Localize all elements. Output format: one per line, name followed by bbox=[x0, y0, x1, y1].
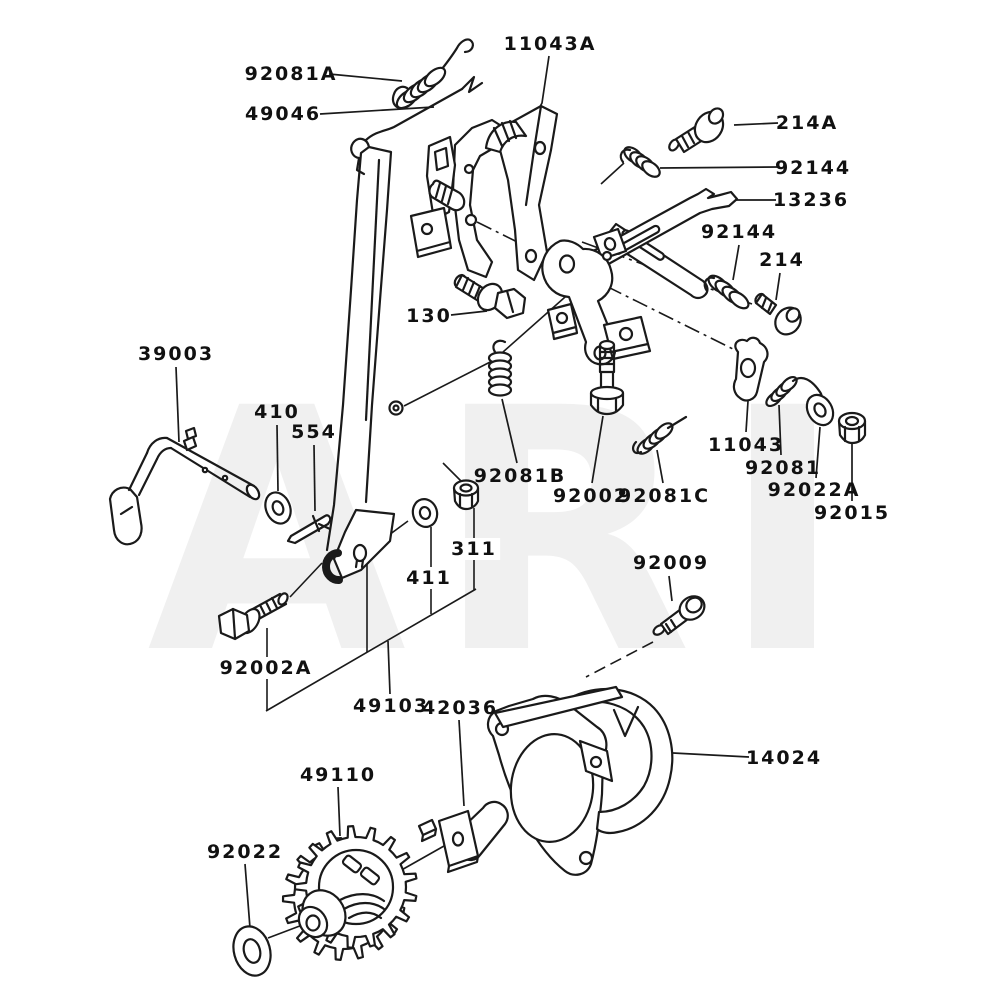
leader-11043 bbox=[745, 400, 749, 433]
axis-line-92022 bbox=[267, 923, 306, 939]
part-label-92022: 92022 bbox=[206, 841, 284, 863]
part-label-13236: 13236 bbox=[772, 189, 850, 211]
spring-92081b-drawing bbox=[487, 339, 513, 397]
leader-92002 bbox=[591, 415, 604, 484]
part-label-49046: 49046 bbox=[244, 103, 322, 125]
part-label-410: 410 bbox=[254, 401, 300, 423]
parts-drawings bbox=[108, 38, 867, 977]
spring-92144b-drawing bbox=[703, 274, 750, 310]
leader-42036 bbox=[458, 719, 465, 807]
part-label-311: 311 bbox=[448, 538, 500, 560]
part-label-92144: 92144 bbox=[774, 157, 852, 179]
leader-92144b bbox=[732, 244, 740, 281]
gear-49110-drawing bbox=[281, 825, 418, 961]
axis-line-42036 bbox=[397, 845, 445, 873]
washer-92022a-drawing bbox=[805, 393, 835, 427]
spring-tail-line bbox=[600, 162, 625, 185]
nut-92015-drawing bbox=[837, 411, 867, 445]
leader-39003 bbox=[175, 366, 180, 443]
part-label-92002A: 92002A bbox=[216, 657, 316, 679]
bolt-214-drawing bbox=[754, 292, 802, 336]
nut-311-drawing bbox=[452, 479, 480, 511]
part-label-92009: 92009 bbox=[632, 552, 710, 574]
leader-92022A bbox=[815, 426, 821, 479]
axis-line-92009 bbox=[585, 641, 654, 678]
collar-42036-drawing bbox=[417, 800, 509, 874]
spring-92081c-drawing bbox=[632, 415, 688, 455]
leader-lines bbox=[175, 55, 853, 929]
washer-411-drawing bbox=[411, 498, 439, 528]
axis-line-311 bbox=[442, 462, 462, 482]
anchor-plate-11043a-drawing bbox=[484, 120, 528, 154]
leader-92022 bbox=[244, 863, 251, 929]
spring-92144-top-drawing bbox=[619, 146, 661, 178]
leader-214A bbox=[733, 122, 779, 126]
part-label-11043A: 11043A bbox=[503, 33, 597, 55]
control-lever-49103-drawing bbox=[322, 137, 404, 584]
part-label-49110: 49110 bbox=[299, 764, 377, 786]
plate-11043-drawing bbox=[732, 336, 769, 402]
part-label-130: 130 bbox=[406, 305, 452, 327]
part-label-554: 554 bbox=[291, 421, 337, 443]
part-label-92081A: 92081A bbox=[244, 63, 338, 85]
washer-92022-drawing bbox=[232, 925, 272, 977]
leader-92144 bbox=[659, 166, 779, 169]
part-label-92081B: 92081B bbox=[473, 465, 567, 487]
part-label-92002: 92002 bbox=[552, 485, 630, 507]
cover-14024-drawing bbox=[486, 685, 674, 876]
leader-92081C bbox=[656, 449, 664, 484]
part-label-42036: 42036 bbox=[421, 697, 499, 719]
part-label-39003: 39003 bbox=[137, 343, 215, 365]
leader-554 bbox=[313, 444, 316, 512]
leader-214 bbox=[775, 272, 781, 301]
part-label-14024: 14024 bbox=[745, 747, 823, 769]
control-rod-39003-drawing bbox=[108, 426, 261, 546]
leader-130 bbox=[450, 310, 488, 316]
part-label-214: 214 bbox=[759, 249, 805, 271]
bolt-130-drawing bbox=[453, 273, 527, 320]
link-rod-49046-drawing bbox=[364, 75, 484, 142]
spring-92081-drawing bbox=[765, 375, 823, 408]
part-label-92022A: 92022A bbox=[767, 479, 861, 501]
part-label-49103: 49103 bbox=[352, 695, 430, 717]
pin-554-drawing bbox=[286, 514, 332, 545]
bracket-assembly-drawing bbox=[409, 104, 559, 282]
part-label-92144b: 92144 bbox=[700, 221, 778, 243]
spring-link-line bbox=[403, 357, 499, 407]
part-label-92081C: 92081C bbox=[617, 485, 711, 507]
part-label-92015: 92015 bbox=[813, 502, 891, 524]
bolt-92009-drawing bbox=[652, 595, 706, 636]
leader-92081 bbox=[778, 404, 782, 456]
spring-link-line2 bbox=[502, 289, 574, 353]
leader-92009 bbox=[668, 575, 673, 602]
group-diagonal bbox=[265, 588, 477, 712]
washer-410-drawing bbox=[264, 491, 292, 525]
bolt-92002a-drawing bbox=[217, 592, 289, 641]
spring-92081a-drawing bbox=[391, 38, 474, 110]
leader-49103 bbox=[387, 640, 391, 695]
bolt-92002-drawing bbox=[589, 339, 625, 416]
part-label-92081: 92081 bbox=[744, 457, 822, 479]
leader-92081A bbox=[328, 73, 403, 82]
part-label-11043: 11043 bbox=[707, 434, 785, 456]
part-label-411: 411 bbox=[403, 567, 455, 589]
leader-49046 bbox=[319, 106, 435, 115]
leader-92081B bbox=[501, 398, 518, 464]
axis-line-92002a bbox=[289, 562, 323, 598]
leader-49110 bbox=[337, 786, 341, 837]
bolt-214a-drawing bbox=[668, 107, 725, 154]
leader-14024 bbox=[672, 752, 750, 758]
part-label-214A: 214A bbox=[775, 112, 839, 134]
leader-410 bbox=[276, 424, 279, 492]
